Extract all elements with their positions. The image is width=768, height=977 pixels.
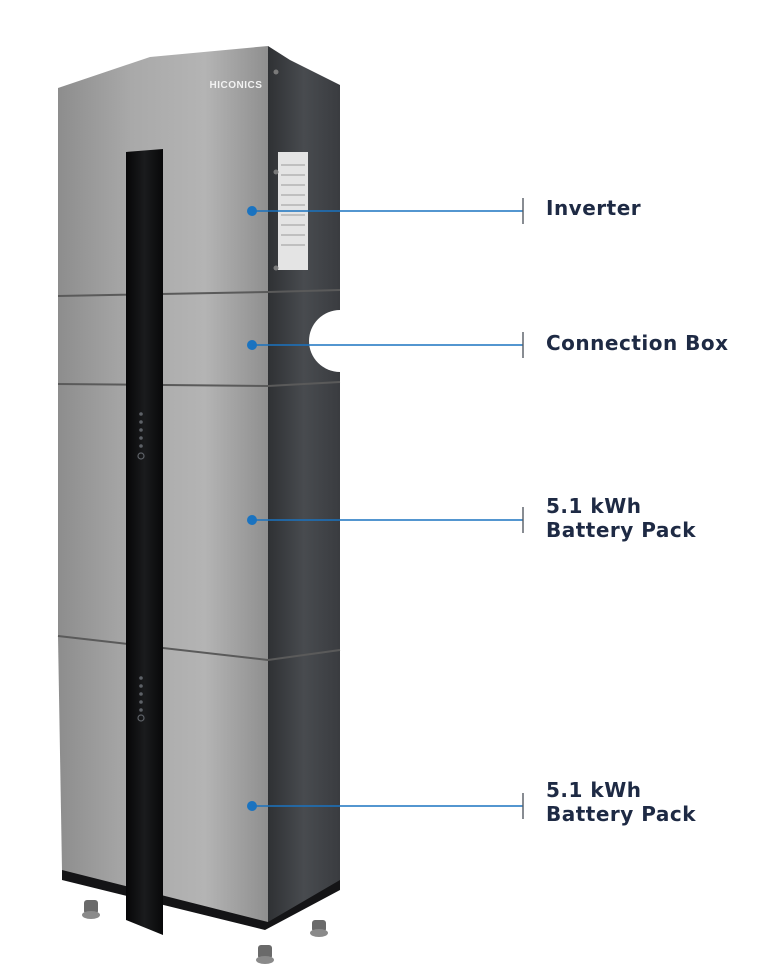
callout-label-battery-pack-lower: 5.1 kWh Battery Pack <box>546 778 697 826</box>
callout-label-battery-pack-upper: 5.1 kWh Battery Pack <box>546 494 697 542</box>
cable-cutout <box>309 310 340 372</box>
battery-status-leds <box>137 412 145 722</box>
center-strip <box>126 149 163 935</box>
callout-label-inverter: Inverter <box>546 196 642 220</box>
brand-logo: HICONICS <box>210 80 263 91</box>
screw-icon <box>273 69 279 271</box>
callout-label-connection-box: Connection Box <box>546 331 729 355</box>
